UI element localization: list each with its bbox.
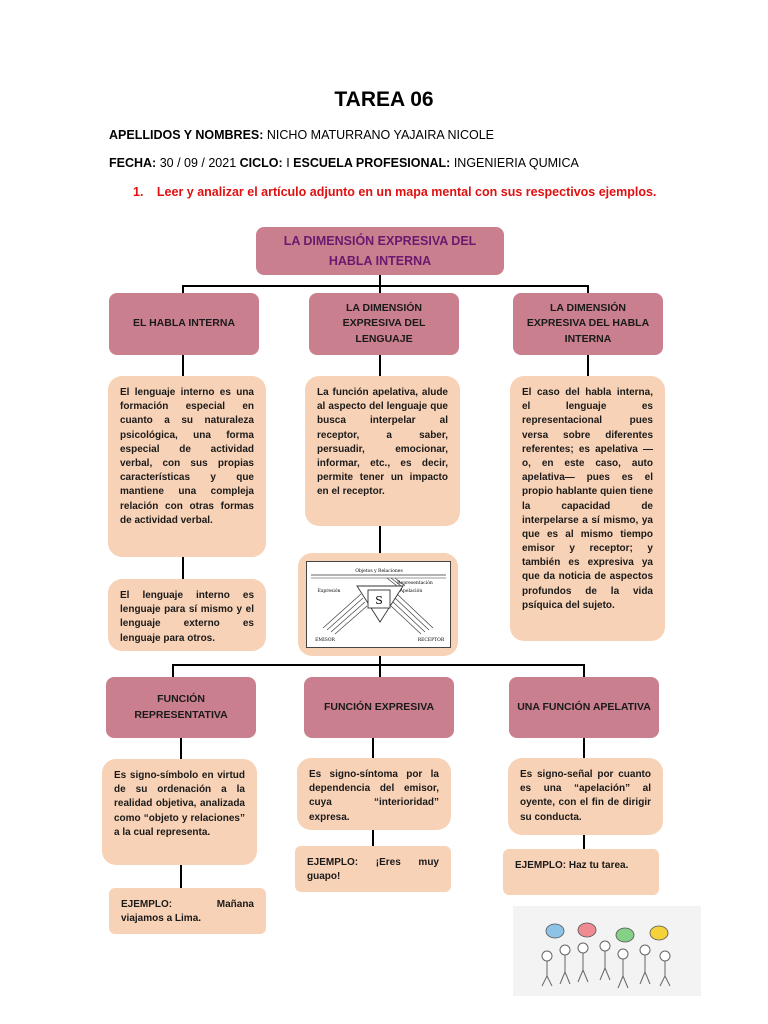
names-line: APELLIDOS Y NOMBRES: NICHO MATURRANO YAJ… xyxy=(109,128,494,142)
connector xyxy=(379,285,381,294)
diagram-emisor: EMISOR xyxy=(315,637,335,643)
func2-text: Es signo-síntoma por la dependencia del … xyxy=(297,758,451,830)
diagram-expresion: Expresión xyxy=(318,587,341,594)
func1-example: EJEMPLO: Mañana viajamos a Lima. xyxy=(109,888,266,934)
func2-head: FUNCIÓN EXPRESIVA xyxy=(304,677,454,738)
connector xyxy=(587,285,589,294)
escuela-label: ESCUELA PROFESIONAL: xyxy=(293,156,451,170)
escuela-value: INGENIERIA QUMICA xyxy=(453,156,579,170)
page-title: TAREA 06 xyxy=(334,88,434,111)
connector xyxy=(180,865,182,888)
diagram-apelacion: Apelación xyxy=(399,587,423,594)
names-value: NICHO MATURRANO YAJAIRA NICOLE xyxy=(266,128,495,142)
map-main-title: LA DIMENSIÓN EXPRESIVA DEL HABLA INTERNA xyxy=(256,227,504,275)
connector xyxy=(172,664,584,666)
date-line: FECHA: 30 / 09 / 2021 CICLO: I ESCUELA P… xyxy=(109,156,579,170)
connector xyxy=(379,274,381,286)
connector xyxy=(379,655,381,665)
instruction-text: Leer y analizar el artículo adjunto en u… xyxy=(156,185,657,199)
connector xyxy=(583,664,585,678)
people-illustration xyxy=(513,906,701,996)
connector xyxy=(583,835,585,849)
connector xyxy=(587,355,589,376)
people-illustration-svg xyxy=(541,922,671,989)
col1-text1: El lenguaje interno es una formación esp… xyxy=(108,376,266,557)
func1-head: FUNCIÓN REPRESENTATIVA xyxy=(106,677,256,738)
col3-text: El caso del habla interna, el lenguaje e… xyxy=(510,376,665,641)
connector xyxy=(182,285,588,287)
organon-diagram-svg: Objetos y Relaciones Representación Expr… xyxy=(311,568,446,643)
organon-diagram: Objetos y Relaciones Representación Expr… xyxy=(306,561,451,648)
ciclo-value: I xyxy=(286,156,290,170)
connector xyxy=(182,355,184,376)
diagram-receptor: RECEPTOR xyxy=(418,637,445,643)
func3-example: EJEMPLO: Haz tu tarea. xyxy=(503,849,659,895)
col2-text: La función apelativa, alude al aspecto d… xyxy=(305,376,460,526)
diagram-center: S xyxy=(375,594,383,607)
fecha-value: 30 / 09 / 2021 xyxy=(159,156,237,170)
connector xyxy=(172,664,174,678)
connector xyxy=(379,526,381,553)
connector xyxy=(182,557,184,579)
connector xyxy=(372,738,374,758)
connector xyxy=(379,664,381,678)
connector xyxy=(180,738,182,759)
diagram-representacion: Representación xyxy=(397,579,433,586)
diagram-card: Objetos y Relaciones Representación Expr… xyxy=(298,553,458,656)
col2-head: LA DIMENSIÓN EXPRESIVA DEL LENGUAJE xyxy=(309,293,459,355)
col3-head: LA DIMENSIÓN EXPRESIVA DEL HABLA INTERNA xyxy=(513,293,663,355)
col1-text2: El lenguaje interno es lenguaje para sí … xyxy=(108,579,266,651)
func1-text: Es signo-símbolo en virtud de su ordenac… xyxy=(102,759,257,865)
func2-example: EJEMPLO: ¡Eres muy guapo! xyxy=(295,846,451,892)
func3-head: UNA FUNCIÓN APELATIVA xyxy=(509,677,659,738)
connector xyxy=(372,830,374,846)
diagram-top-label: Objetos y Relaciones xyxy=(355,568,403,574)
connector xyxy=(379,355,381,376)
connector xyxy=(583,738,585,758)
ciclo-label: CICLO: xyxy=(239,156,283,170)
col1-head: EL HABLA INTERNA xyxy=(109,293,259,355)
instruction: 1. Leer y analizar el artículo adjunto e… xyxy=(133,185,656,199)
instruction-number: 1. xyxy=(133,185,144,199)
names-label: APELLIDOS Y NOMBRES: xyxy=(109,128,264,142)
func3-text: Es signo-señal por cuanto es una “apelac… xyxy=(508,758,663,835)
fecha-label: FECHA: xyxy=(109,156,157,170)
connector xyxy=(182,285,184,294)
